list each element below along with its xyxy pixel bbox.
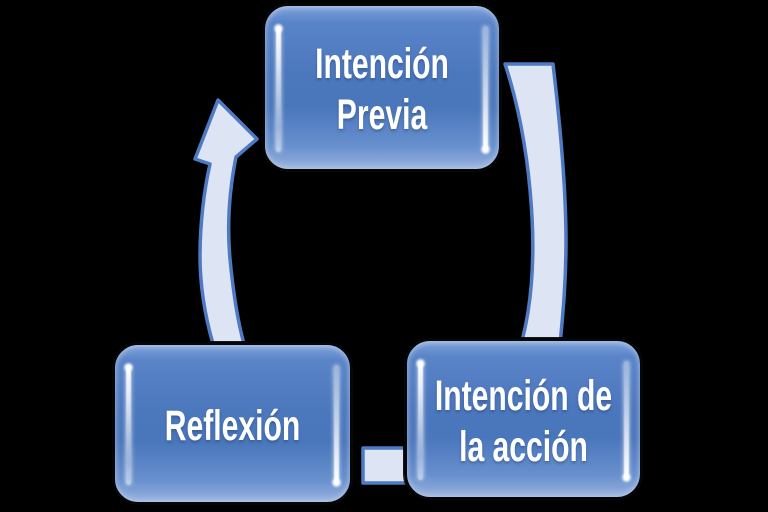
- arrow-accion-to-reflexion: [361, 446, 409, 485]
- gloss-streak-right: [331, 365, 342, 488]
- arrow-intencion-previa-to-accion: [503, 62, 568, 346]
- node-intencion-previa: Intención Previa: [262, 3, 502, 172]
- node-intencion-de-la-accion: Intención de la acción: [404, 338, 643, 500]
- gloss-streak-right: [621, 361, 632, 483]
- gloss-streak-left: [273, 23, 284, 152]
- label-line: Reflexión: [164, 401, 301, 450]
- label-line: la acción: [459, 422, 588, 471]
- label-line: Intención de: [434, 371, 613, 420]
- node-reflexion: Reflexión: [112, 342, 353, 505]
- node-label-reflexion: Reflexión: [150, 345, 315, 502]
- label-line: Previa: [336, 91, 428, 139]
- label-line: Intención: [315, 40, 449, 88]
- node-label-intencion-previa: Intención Previa: [300, 6, 464, 169]
- arrow-reflexion-to-intencion-previa: [193, 98, 259, 346]
- gloss-streak-right: [480, 26, 491, 155]
- gloss-streak-left: [415, 358, 426, 480]
- node-label-intencion-de-la-accion: Intención de la acción: [435, 341, 612, 497]
- gloss-streak-left: [123, 362, 134, 485]
